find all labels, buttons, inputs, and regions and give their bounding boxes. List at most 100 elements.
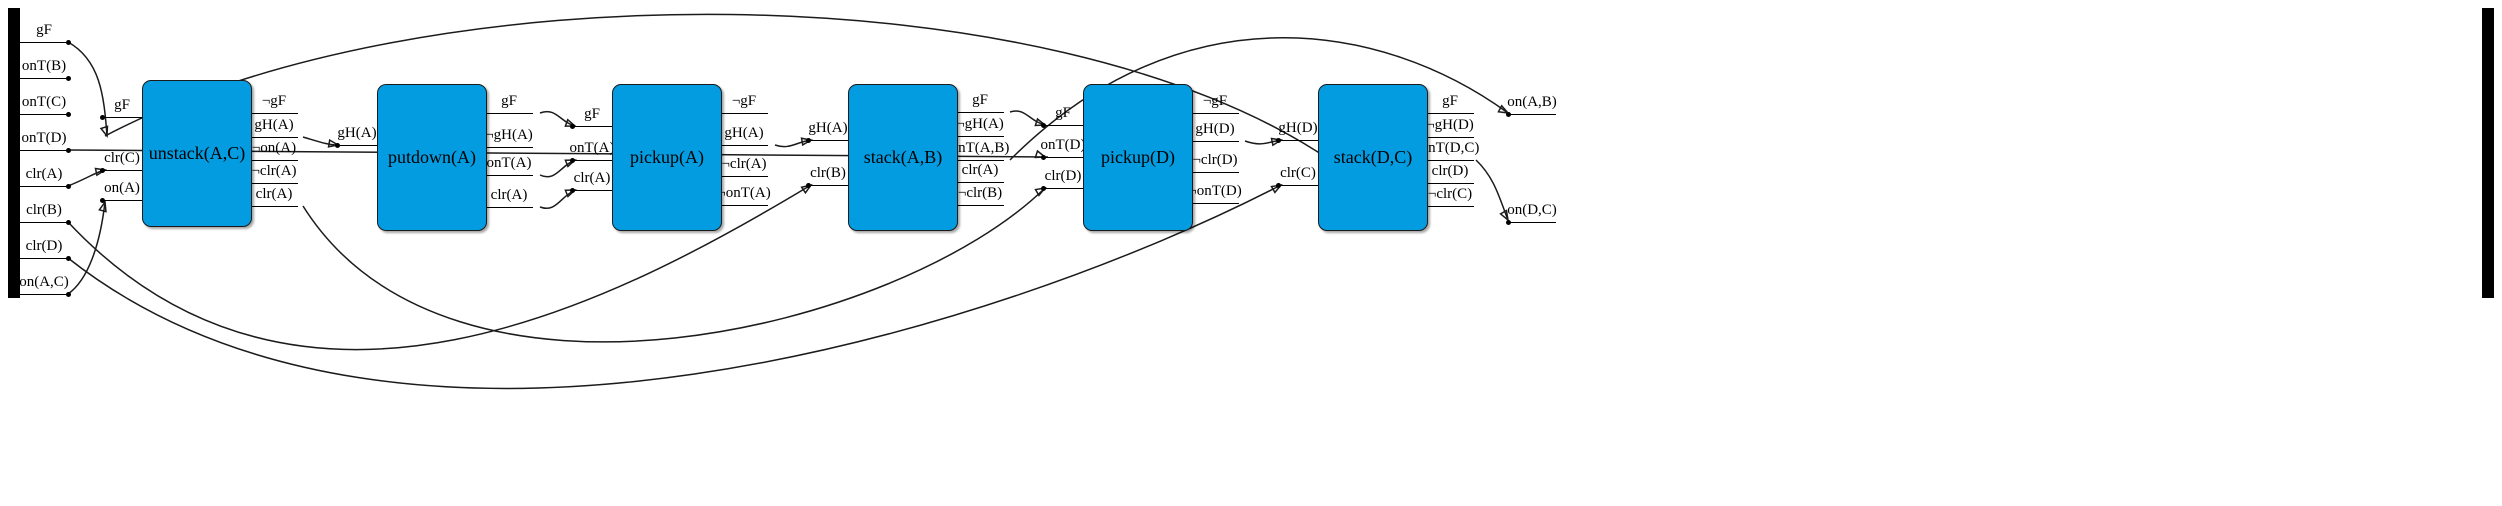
init-literal-4-terminal-dot [65,184,71,189]
output-stackab-3-line [956,182,1004,183]
output-pickup-0-label: ¬gF [731,93,757,109]
output-pickup-2-label: ¬clr(A) [721,156,767,172]
output-putdown-1-line [485,147,533,148]
action-node-stackab[interactable]: stack(A,B) [848,84,958,231]
output-stackab-1-line [956,136,1004,137]
input-pickup-2-label: clr(A) [573,170,611,186]
action-node-putdown[interactable]: putdown(A) [377,84,487,231]
output-stackab-0-line [956,112,1004,113]
output-pickup-1-line [720,145,768,146]
init-literal-1-label: onT(B) [21,58,67,74]
input-stackab-0-terminal-dot [805,138,811,143]
input-stackab-1-line [808,185,848,186]
output-unstack-2-line [250,160,298,161]
input-unstack-0-line [102,117,142,118]
input-pickupd-1-terminal-dot [1040,155,1046,160]
init-literal-1-terminal-dot [65,76,71,81]
input-unstack-0-terminal-dot [99,115,105,120]
input-putdown-0-terminal-dot [334,143,340,148]
init-literal-3-label: onT(D) [21,130,67,146]
output-stackdc-4-label: ¬clr(C) [1427,186,1473,202]
output-unstack-2-label: ¬on(A) [251,140,297,156]
link-putdown-clrA-to-pickup-clrA [539,189,576,210]
input-unstack-2-terminal-dot [99,198,105,203]
init-literal-6-terminal-dot [65,256,71,261]
init-literal-2-label: onT(C) [21,94,67,110]
output-pickupd-3-line [1191,203,1239,204]
input-pickupd-1-label: onT(D) [1040,137,1086,153]
output-stackdc-3-line [1426,183,1474,184]
output-unstack-1-label: gH(A) [254,117,294,133]
init-literal-0-label: gF [36,22,52,38]
link-stackab-gF-to-pickupd-gF [1009,110,1046,126]
output-putdown-1-label: ¬gH(A) [485,127,533,143]
input-pickup-0-terminal-dot [569,124,575,129]
output-unstack-4-line [250,206,298,207]
input-stackab-0-label: gH(A) [808,120,848,136]
init-literal-7-terminal-dot [65,292,71,297]
output-putdown-2-label: onT(A) [486,155,532,171]
init-literal-4-label: clr(A) [25,166,63,182]
output-putdown-2-line [485,175,533,176]
link-putdown-onTA-to-pickup-onTA [539,159,576,178]
output-unstack-4-label: clr(A) [255,186,293,202]
input-pickup-1-line [572,160,612,161]
input-stackdc-1-label: clr(C) [1280,165,1316,181]
output-stackab-1-label: ¬gH(A) [956,116,1004,132]
action-node-unstack[interactable]: unstack(A,C) [142,80,252,227]
action-node-stackdc[interactable]: stack(D,C) [1318,84,1428,231]
goal-state-rail [2482,8,2494,298]
init-literal-5-label: clr(B) [26,202,62,218]
input-pickup-2-line [572,190,612,191]
output-stackdc-0-line [1426,113,1474,114]
output-stackab-3-label: clr(A) [961,162,999,178]
init-literal-0-line [20,42,68,43]
output-pickup-3-label: ¬onT(A) [717,185,771,201]
output-unstack-3-label: ¬clr(A) [251,163,297,179]
link-stackdc-onTDC-to-goal-onDC [1475,159,1509,221]
output-pickupd-2-label: ¬clr(D) [1192,152,1238,168]
input-pickup-2-terminal-dot [569,188,575,193]
init-literal-0-terminal-dot [65,40,71,45]
input-stackdc-0-terminal-dot [1275,138,1281,143]
output-putdown-0-label: gF [501,93,517,109]
input-stackab-1-terminal-dot [805,183,811,188]
input-pickup-0-line [572,126,612,127]
input-unstack-0-label: gF [114,97,130,113]
action-node-pickupd[interactable]: pickup(D) [1083,84,1193,231]
output-putdown-0-line [485,113,533,114]
output-unstack-1-line [250,137,298,138]
input-stackdc-0-label: gH(D) [1278,120,1318,136]
initial-state-rail [8,8,20,298]
output-pickup-1-label: gH(A) [724,125,764,141]
input-unstack-1-line [102,170,142,171]
init-literal-6-label: clr(D) [25,238,63,254]
input-stackdc-0-line [1278,140,1318,141]
goal-literal-1-label: on(D,C) [1507,202,1557,218]
output-pickup-2-line [720,176,768,177]
arrow-into-unstack-gF [99,125,109,139]
input-pickup-1-terminal-dot [569,158,575,163]
input-pickupd-0-label: gF [1055,105,1071,121]
output-pickup-3-line [720,205,768,206]
init-literal-2-line [20,114,68,115]
init-literal-7-label: on(A,C) [19,274,69,290]
link-init-onAC-to-unstack-onA [67,201,106,295]
goal-literal-0-line [1508,114,1556,115]
output-stackab-4-label: ¬clr(B) [957,185,1003,201]
output-putdown-3-line [485,207,533,208]
input-stackdc-1-line [1278,185,1318,186]
action-node-pickup[interactable]: pickup(A) [612,84,722,231]
init-literal-5-terminal-dot [65,220,71,225]
input-pickupd-2-terminal-dot [1040,186,1046,191]
output-pickupd-1-line [1191,141,1239,142]
goal-literal-0-terminal-dot [1505,112,1511,117]
output-stackdc-4-line [1426,206,1474,207]
output-stackab-0-label: gF [972,92,988,108]
output-stackdc-3-label: clr(D) [1431,163,1469,179]
init-literal-3-line [20,150,68,151]
output-stackdc-2-line [1426,160,1474,161]
output-pickupd-3-label: ¬onT(D) [1188,183,1242,199]
